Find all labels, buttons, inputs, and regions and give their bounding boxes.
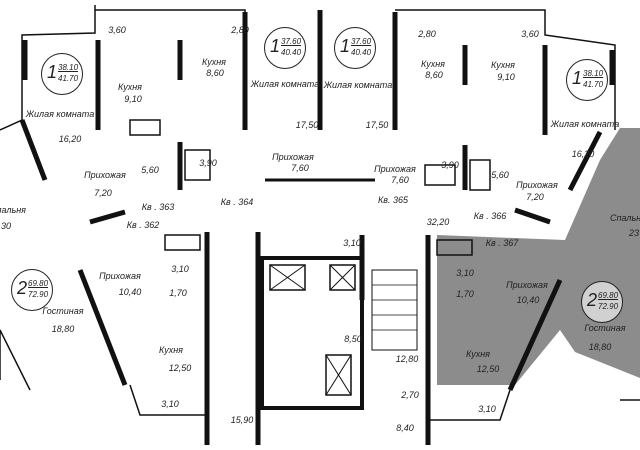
room-label: Прихожая: [272, 152, 314, 162]
room-label: Прихожая: [516, 180, 558, 190]
apartment-number: Кв . 363: [141, 202, 175, 212]
apartment-number: Кв . 367: [485, 238, 519, 248]
area-label: 16,20: [58, 134, 82, 144]
room-label: Кухня: [466, 349, 490, 359]
apartment-number: Кв . 366: [473, 211, 507, 221]
area-label: 3,90: [199, 158, 217, 168]
room-count: 1: [47, 62, 58, 82]
area-label: 2,80: [418, 29, 436, 39]
room-count: 2: [17, 278, 28, 298]
area-label: 9,10: [497, 72, 515, 82]
room-label: Прихожая: [84, 170, 126, 180]
total-area: 41.70: [583, 80, 604, 89]
room-count: 1: [270, 36, 281, 56]
apartment-number: Кв . 364: [220, 197, 254, 207]
room-label: Гостиная: [42, 306, 84, 316]
area-label: 17,50: [295, 120, 319, 130]
room-count: 2: [587, 290, 598, 310]
area-label: 3,10: [478, 404, 496, 414]
room-label: Кухня: [491, 60, 515, 70]
living-area: 69.80: [28, 279, 49, 288]
area-label: 3,10: [171, 264, 189, 274]
living-area: 38.10: [583, 69, 604, 78]
lobby-area: 8,40: [396, 423, 414, 433]
room-label: Кухня: [118, 82, 142, 92]
area-label: 1,70: [169, 288, 187, 298]
apartment-number: Кв. 365: [377, 195, 409, 205]
living-area: 37.60: [281, 37, 302, 46]
room-label: Жилая комната: [323, 80, 393, 90]
area-label: 7,60: [291, 163, 309, 173]
corridor-area: 32,20: [426, 217, 450, 227]
area-label: 9,10: [124, 94, 142, 104]
area-label: 5,60: [141, 165, 159, 175]
room-count: 1: [572, 68, 583, 88]
area-label: 12,50: [168, 363, 192, 373]
living-area: 69.80: [598, 291, 619, 300]
room-label: Кухня: [202, 57, 226, 67]
vestibule-area: 3,10: [343, 238, 361, 248]
room-label: Жилая комната: [25, 109, 95, 119]
total-area: 41.70: [58, 74, 79, 83]
area-label: 16,20: [571, 149, 595, 159]
room-label: Кухня: [421, 59, 445, 69]
total-area: 40.40: [351, 48, 372, 57]
living-area: 37.60: [351, 37, 372, 46]
total-area: 72.90: [28, 290, 49, 299]
room-label: Прихожая: [99, 271, 141, 281]
room-label: Гостиная: [584, 323, 626, 333]
area-label: 10,40: [516, 295, 540, 305]
area-label: 3,60: [521, 29, 539, 39]
area-label: 3,10: [161, 399, 179, 409]
area-label: 3,10: [456, 268, 474, 278]
area-label: 17,50: [365, 120, 389, 130]
area-label: 18,80: [51, 324, 75, 334]
lift-hall-area: 8,50: [344, 334, 362, 344]
room-count: 1: [340, 36, 351, 56]
area-label: 30: [0, 221, 12, 231]
tambour-area: 2,70: [401, 390, 419, 400]
room-label: Прихожая: [506, 280, 548, 290]
area-label: 23: [628, 228, 640, 238]
room-label: Спальня: [610, 213, 640, 223]
area-label: 10,40: [118, 287, 142, 297]
room-label: Жилая комната: [250, 79, 320, 89]
room-label: Спальня: [0, 205, 26, 215]
area-label: 3,90: [441, 160, 459, 170]
highlighted-apartment-367[interactable]: [437, 128, 640, 385]
room-label: Жилая комната: [550, 119, 620, 129]
room-label: Кухня: [159, 345, 183, 355]
area-label: 8,60: [206, 68, 224, 78]
area-label: 3,60: [108, 25, 126, 35]
area-label: 7,20: [526, 192, 544, 202]
service-room-area: 15,90: [230, 415, 254, 425]
walls: [0, 5, 640, 445]
living-area: 38.10: [58, 63, 79, 72]
area-label: 18,80: [588, 342, 612, 352]
area-label: 7,60: [391, 175, 409, 185]
total-area: 40.40: [281, 48, 302, 57]
area-label: 5,60: [491, 170, 509, 180]
area-label: 2,80: [231, 25, 249, 35]
area-label: 12,50: [476, 364, 500, 374]
area-label: 1,70: [456, 289, 474, 299]
room-label: Прихожая: [374, 164, 416, 174]
stairs-area: 12,80: [395, 354, 419, 364]
area-label: 8,60: [425, 70, 443, 80]
total-area: 72.90: [598, 302, 619, 311]
apartment-number: Кв . 362: [126, 220, 160, 230]
area-label: 7,20: [94, 188, 112, 198]
